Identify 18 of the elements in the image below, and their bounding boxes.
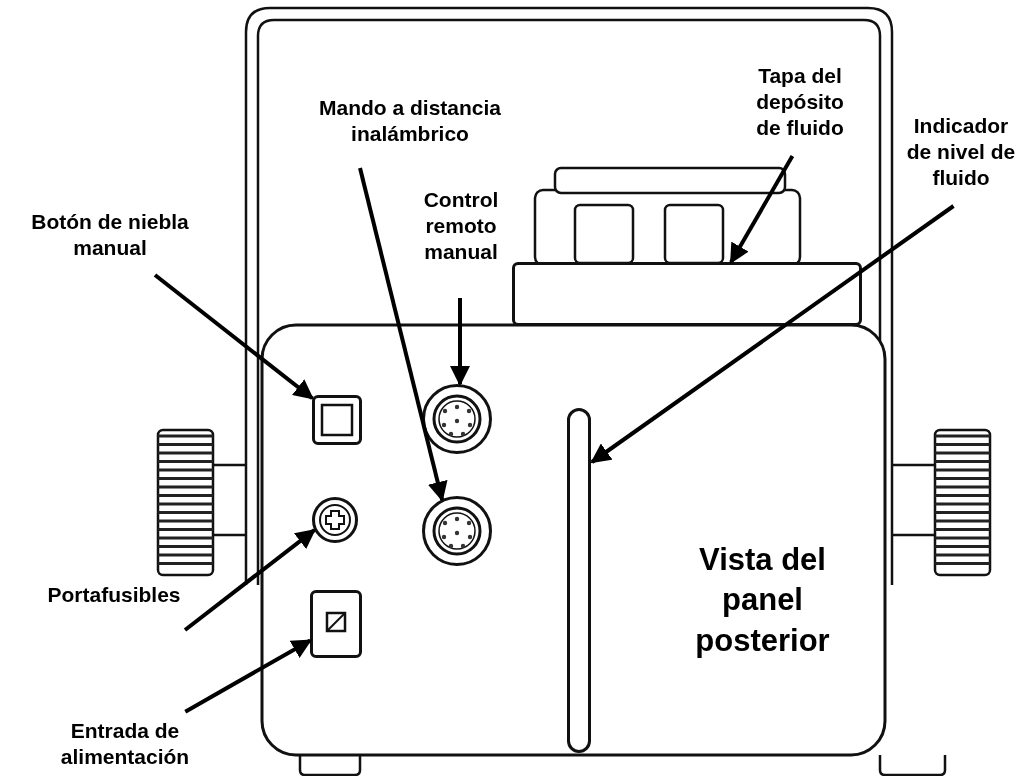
leader-arrow: [153, 273, 314, 400]
power-inlet: [310, 590, 362, 658]
panel-caption: Vista del panel posterior: [694, 541, 831, 660]
callout-label: Tapa del depósito de fluido: [745, 48, 855, 156]
leader-arrow: [358, 167, 448, 502]
level-window: [567, 408, 591, 753]
leader-arrow: [450, 298, 470, 387]
callout-label: Mando a distancia inalámbrico: [285, 88, 535, 154]
leader-arrow: [183, 528, 316, 632]
callout-label: Control remoto manual: [405, 158, 517, 294]
callout-label: Botón de niebla manual: [22, 200, 198, 270]
callout-label: Entrada de alimentación: [45, 712, 205, 776]
callout-label: Indicador de nivel de fluido: [900, 98, 1022, 206]
leader-arrow: [184, 638, 312, 714]
leader-arrow: [590, 204, 955, 464]
tank-housing: [512, 262, 862, 326]
fog-button: [312, 395, 362, 445]
callout-label: Portafusibles: [25, 578, 203, 612]
